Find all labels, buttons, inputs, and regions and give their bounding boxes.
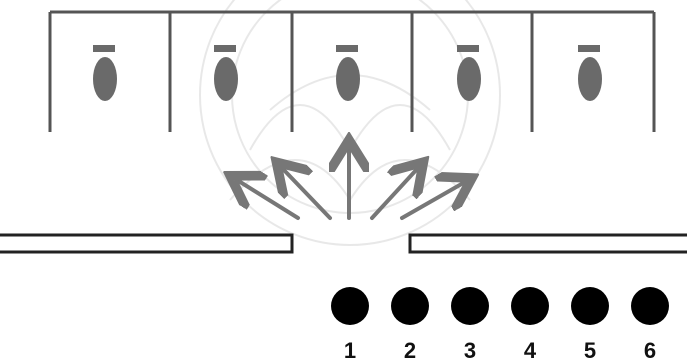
dot-5	[571, 287, 609, 325]
dot-1	[331, 287, 369, 325]
cell-mark-4	[457, 45, 481, 101]
dot-label-6: 6	[644, 338, 656, 363]
dot-2	[391, 287, 429, 325]
arrow-1	[237, 180, 300, 220]
arrow-4	[370, 168, 418, 220]
dot-label-1: 1	[344, 338, 356, 363]
cell-mark-5	[578, 45, 602, 101]
dots-row: 1 2 3 4 5 6	[331, 287, 669, 363]
arrow-2	[282, 168, 332, 220]
dot-6	[631, 287, 669, 325]
partition-right	[408, 233, 687, 254]
cell-mark-3	[336, 45, 360, 101]
dot-3	[451, 287, 489, 325]
cell-mark-1	[93, 45, 117, 101]
cell-mark-2	[214, 45, 238, 101]
chamber-frame	[48, 10, 656, 132]
dot-label-2: 2	[404, 338, 416, 363]
arrow-fan	[237, 148, 465, 220]
arrow-5	[400, 182, 465, 220]
cell-marks	[93, 45, 602, 101]
dot-label-4: 4	[524, 338, 537, 363]
dot-label-5: 5	[584, 338, 596, 363]
partition-left	[0, 233, 294, 254]
dot-label-3: 3	[464, 338, 476, 363]
dot-4	[511, 287, 549, 325]
